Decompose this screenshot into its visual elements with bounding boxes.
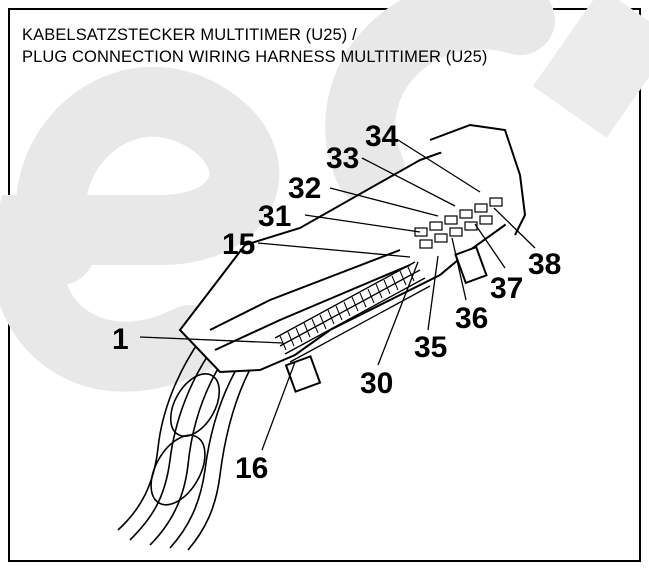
leader-32 bbox=[329, 187, 439, 217]
leader-38 bbox=[493, 207, 536, 249]
pin-label-16: 16 bbox=[235, 452, 268, 485]
upper-pin-block bbox=[414, 197, 503, 249]
pin-label-35: 35 bbox=[414, 331, 447, 364]
pin-label-33: 33 bbox=[326, 142, 359, 175]
leader-34 bbox=[397, 139, 481, 193]
title-english: PLUG CONNECTION WIRING HARNESS MULTITIME… bbox=[22, 48, 488, 66]
pin-label-34: 34 bbox=[365, 120, 399, 153]
leader-15 bbox=[257, 242, 411, 258]
leader-36 bbox=[451, 237, 467, 301]
leader-31 bbox=[304, 214, 421, 233]
leader-35 bbox=[427, 255, 439, 331]
leader-33 bbox=[361, 157, 456, 207]
leader-16 bbox=[261, 361, 296, 451]
leader-1 bbox=[139, 336, 284, 344]
pin-label-37: 37 bbox=[490, 272, 523, 305]
diagram-title: KABELSATZSTECKER MULTITIMER (U25) / PLUG… bbox=[22, 24, 488, 68]
leader-lines bbox=[139, 139, 536, 451]
pin-label-36: 36 bbox=[455, 302, 488, 335]
pin-label-32: 32 bbox=[288, 172, 321, 205]
pin-label-30: 30 bbox=[360, 367, 393, 400]
leader-37 bbox=[474, 223, 506, 269]
wiring-harness bbox=[117, 339, 256, 551]
pin-label-38: 38 bbox=[528, 248, 561, 281]
leader-30 bbox=[377, 261, 419, 366]
pin-label-15: 15 bbox=[222, 228, 255, 261]
connector-housing bbox=[178, 123, 527, 393]
pin-rows bbox=[274, 261, 431, 363]
pin-label-31: 31 bbox=[258, 200, 291, 233]
pin-label-1: 1 bbox=[112, 323, 129, 356]
title-german: KABELSATZSTECKER MULTITIMER (U25) / bbox=[22, 26, 357, 44]
